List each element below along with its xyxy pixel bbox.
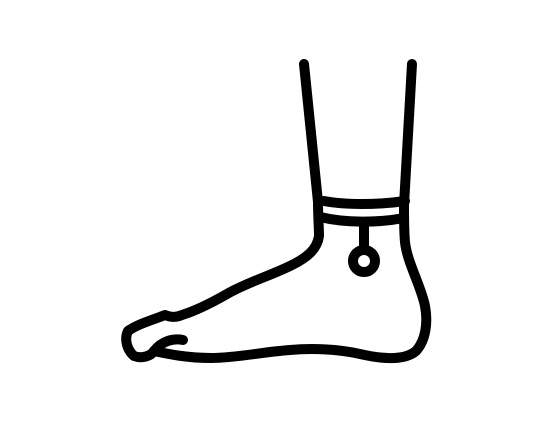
anklet-band-top bbox=[319, 196, 410, 209]
leg-front-outline bbox=[121, 59, 324, 363]
anklet-pendant-charm bbox=[348, 245, 380, 277]
leg-back-outline bbox=[149, 59, 432, 364]
